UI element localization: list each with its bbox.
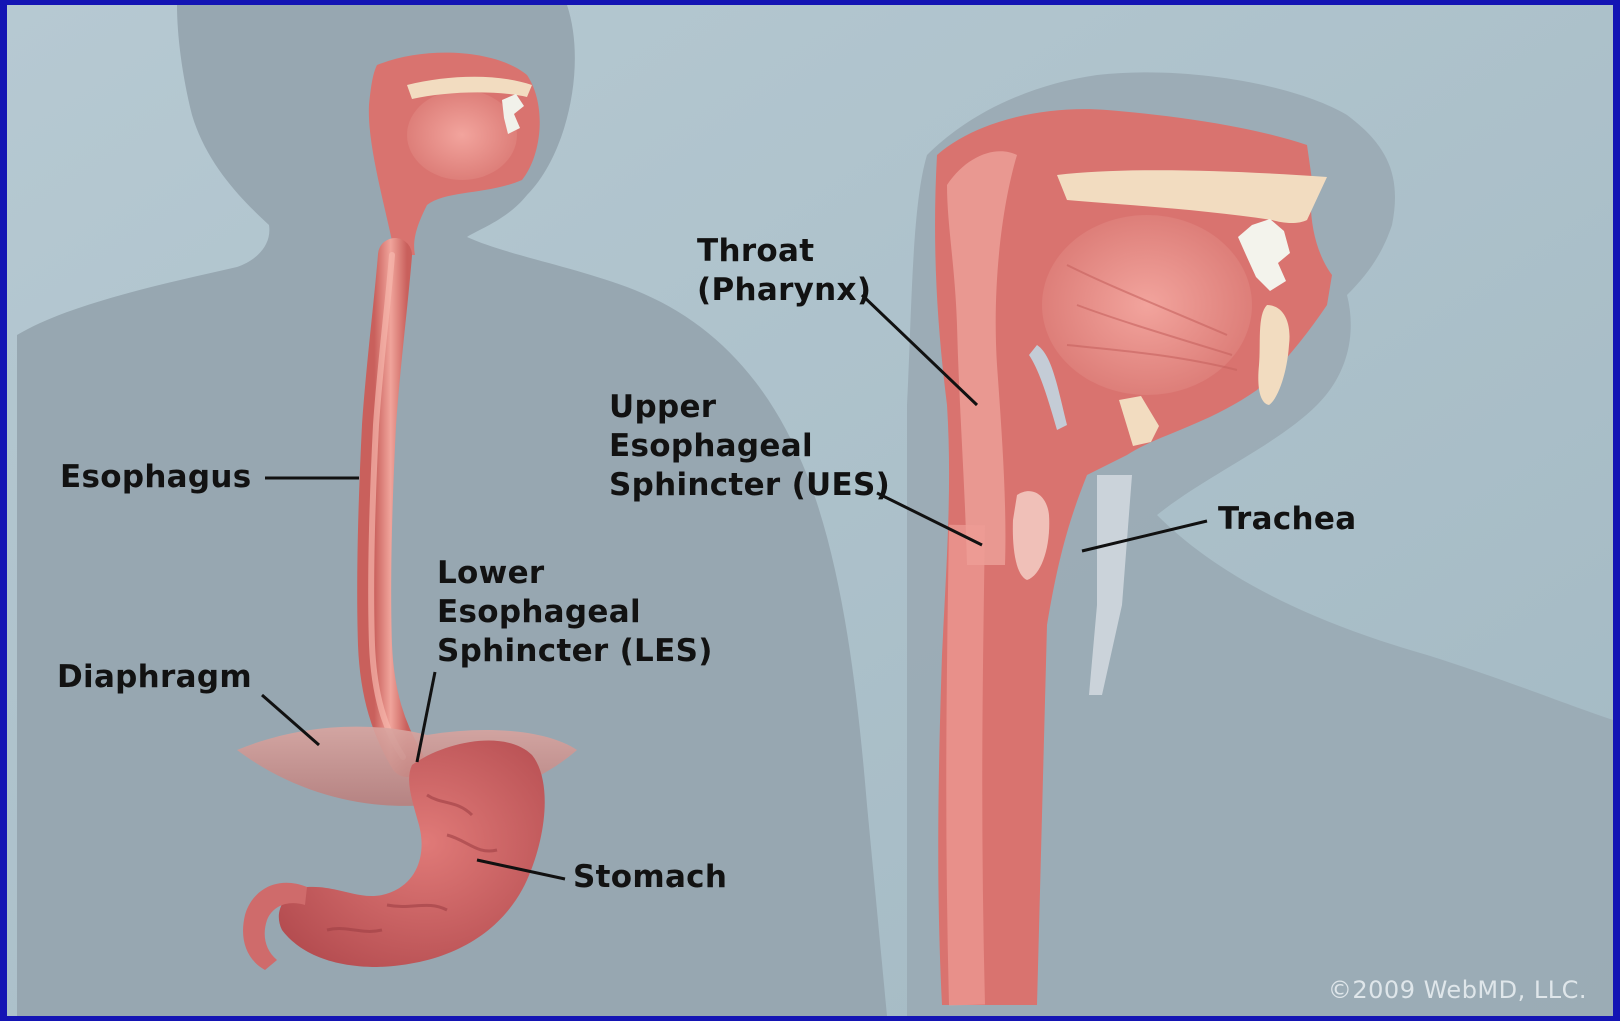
label-les: Lower Esophageal Sphincter (LES)	[437, 554, 713, 671]
left-tongue	[407, 90, 517, 180]
diagram-frame: Throat (Pharynx) Upper Esophageal Sphinc…	[7, 5, 1613, 1016]
label-trachea: Trachea	[1218, 500, 1356, 539]
copyright-credit: ©2009 WebMD, LLC.	[1328, 976, 1587, 1004]
label-esophagus: Esophagus	[60, 458, 252, 497]
right-esophagus	[964, 525, 967, 1005]
label-stomach: Stomach	[573, 858, 727, 897]
label-diaphragm: Diaphragm	[57, 658, 252, 697]
label-throat: Throat (Pharynx)	[697, 232, 871, 310]
right-tongue	[1042, 215, 1252, 395]
anatomy-illustration	[7, 5, 1613, 1016]
label-ues: Upper Esophageal Sphincter (UES)	[609, 388, 890, 505]
